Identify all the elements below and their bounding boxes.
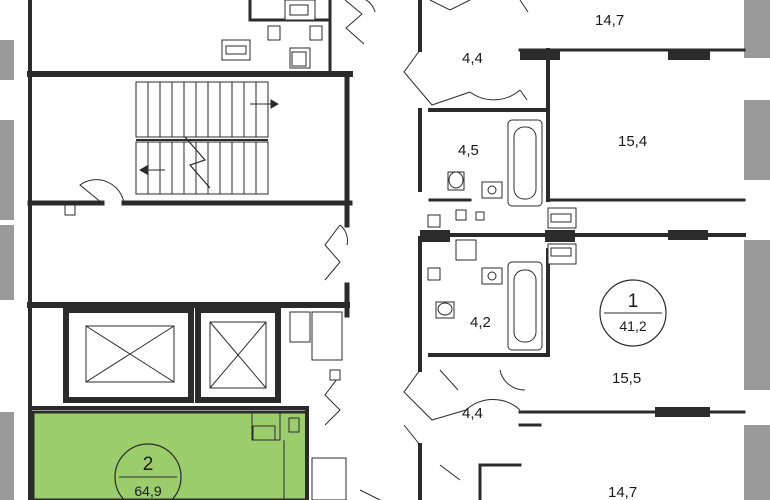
right-facade-windows <box>744 0 770 500</box>
room-area-labels: 14,7 4,4 4,5 15,4 4,2 15,5 4,4 14,7 <box>458 12 647 500</box>
doors <box>79 0 529 500</box>
unit-2-badge[interactable]: 2 64,9 <box>114 443 182 500</box>
unit-2-highlight[interactable] <box>31 410 309 500</box>
staircase <box>135 81 280 195</box>
room-area-bath-lower: 4,2 <box>470 314 491 331</box>
sink-icon <box>481 267 503 285</box>
sink-icon <box>547 207 577 229</box>
bathtub-icon <box>507 261 543 351</box>
walls <box>27 0 746 500</box>
toilet-icon <box>435 301 455 319</box>
unit-2-number: 2 <box>143 454 154 475</box>
structural-columns <box>420 50 710 417</box>
toilet-icon <box>447 171 465 191</box>
room-area-bedroom-lower: 15,5 <box>612 370 641 387</box>
room-area-top-right: 14,7 <box>595 12 624 29</box>
elevator-shaft-icon <box>85 321 267 389</box>
room-area-bath-upper: 4,5 <box>458 142 479 159</box>
fixtures <box>64 0 577 500</box>
sink-icon <box>481 181 503 199</box>
room-area-bedroom-upper: 15,4 <box>618 133 647 150</box>
unit-1-number: 1 <box>628 291 639 312</box>
unit-1-badge[interactable]: 1 41,2 <box>599 279 667 347</box>
stair-arrow-icon <box>270 99 280 109</box>
left-facade-windows <box>0 40 14 500</box>
unit-1-total-area: 41,2 <box>619 318 646 334</box>
bathtub-icon <box>507 119 543 207</box>
room-area-bottom-right: 14,7 <box>608 484 637 500</box>
sink-icon <box>547 243 577 265</box>
sink-icon <box>221 39 251 61</box>
room-area-hall-upper: 4,4 <box>462 50 483 67</box>
unit-2-total-area: 64,9 <box>134 483 161 499</box>
sink-icon <box>284 0 316 21</box>
room-area-hall-lower: 4,4 <box>462 405 483 422</box>
